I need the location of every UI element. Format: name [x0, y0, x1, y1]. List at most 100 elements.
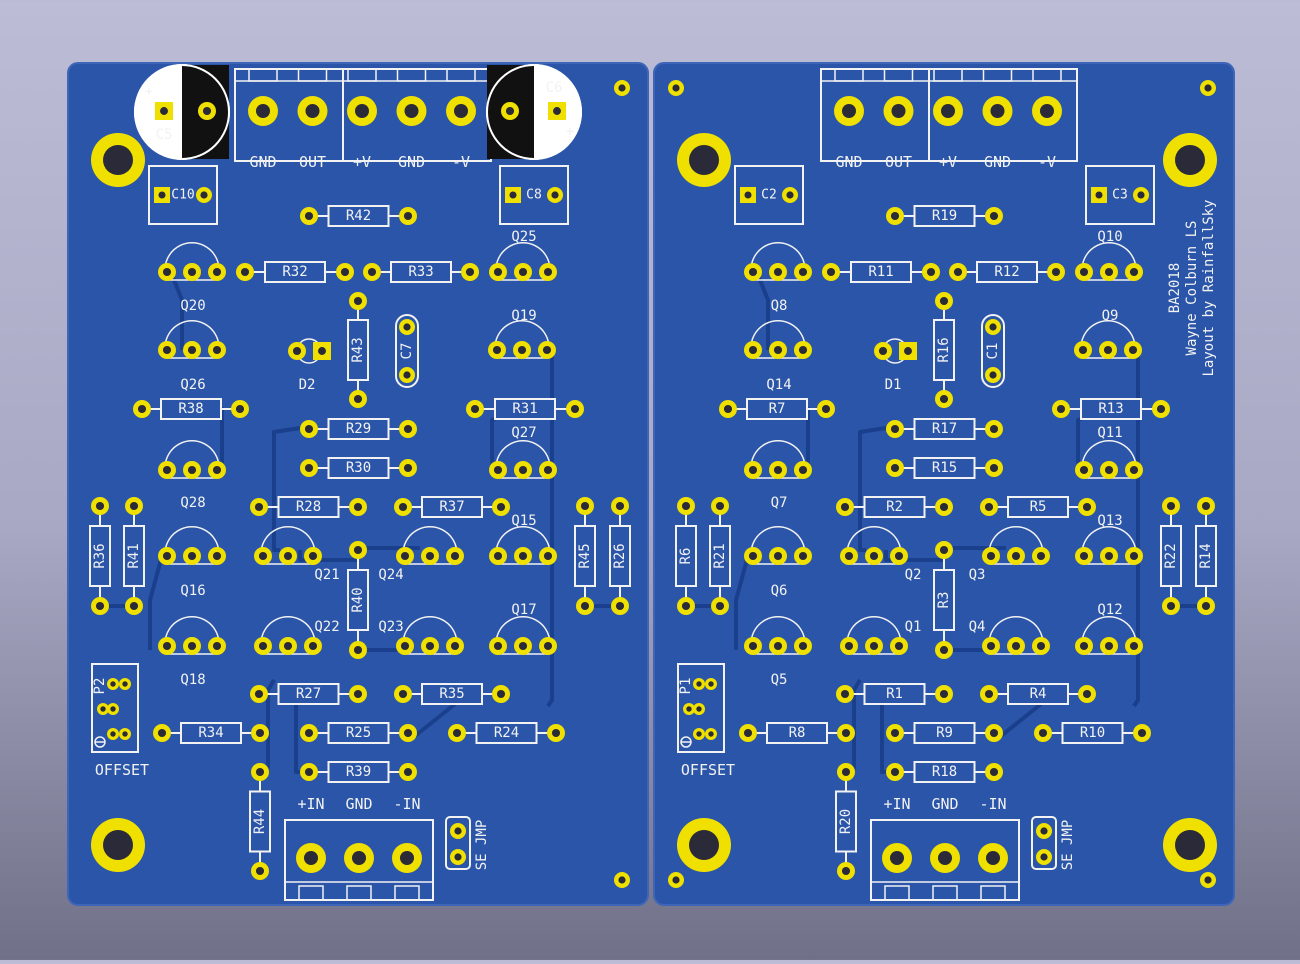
plus-mark: +	[145, 84, 153, 100]
credit-line: Layout by RainfallSky	[1201, 199, 1217, 376]
terminal-label: +IN	[883, 795, 910, 813]
resistor-R20: R20	[835, 763, 857, 880]
resistor-R9: R9	[886, 722, 1003, 744]
resistor-R29: R29	[300, 418, 417, 440]
copper-trace	[272, 426, 301, 552]
capacitor-label: C5	[156, 127, 173, 143]
resistor-label: R12	[994, 264, 1019, 280]
transistor-label: Q17	[511, 602, 536, 618]
resistor-R45: R45	[574, 497, 596, 615]
terminal-label: GND	[249, 153, 276, 171]
transistor-label: Q11	[1097, 425, 1122, 441]
resistor-label: R34	[198, 725, 223, 741]
copper-trace	[994, 698, 1048, 742]
se-jumper: SE JMP	[1031, 816, 1076, 871]
resistor-R28: R28	[250, 496, 367, 518]
resistor-label: R4	[1030, 686, 1047, 702]
transistor-Q26: Q26	[158, 320, 226, 393]
resistor-label: R38	[178, 401, 203, 417]
resistor-R30: R30	[300, 457, 417, 479]
capacitor-label: C1	[985, 343, 1001, 360]
capacitor-C2: C2	[734, 165, 804, 225]
plus-mark: +	[566, 124, 574, 140]
resistor-label: R11	[868, 264, 893, 280]
resistor-R1: R1	[836, 683, 953, 705]
resistor-R44: R44	[249, 763, 271, 880]
resistor-R36: R36	[89, 497, 111, 615]
capacitor-C1: C1	[981, 314, 1005, 388]
transistor-label: Q26	[180, 377, 205, 393]
resistor-R17: R17	[886, 418, 1003, 440]
transistor-label: Q23	[378, 619, 403, 635]
transistor-label: Q12	[1097, 602, 1122, 618]
resistor-R10: R10	[1034, 722, 1151, 744]
transistor-Q16: Q16	[158, 526, 226, 599]
resistor-label: R15	[932, 460, 957, 476]
transistor-Q2: Q2	[840, 526, 921, 583]
transistor-label: Q4	[969, 619, 986, 635]
resistor-R35: R35	[394, 683, 510, 705]
resistor-label: R32	[282, 264, 307, 280]
resistor-R4: R4	[980, 683, 1096, 705]
transistor-label: Q22	[314, 619, 339, 635]
resistor-R5: R5	[980, 496, 1096, 518]
resistor-R13: R13	[1052, 398, 1170, 420]
transistor-label: Q8	[771, 298, 788, 314]
copper-trace	[408, 698, 462, 742]
transistor-label: Q20	[180, 298, 205, 314]
transistor-Q5: Q5	[744, 616, 812, 688]
resistor-R38: R38	[133, 398, 249, 420]
transistor-Q3: Q3	[969, 526, 1050, 583]
resistor-R12: R12	[949, 261, 1065, 283]
transistor-label: Q13	[1097, 513, 1122, 529]
transistor-Q6: Q6	[744, 526, 812, 599]
capacitor-label: C2	[761, 188, 777, 203]
transistor-label: Q3	[969, 567, 986, 583]
terminal-label: -V	[452, 153, 470, 171]
capacitor-label: C6	[546, 80, 563, 96]
capacitor-label: C10	[171, 188, 194, 203]
resistor-R14: R14	[1195, 497, 1217, 615]
terminal-label: -IN	[979, 795, 1006, 813]
terminal-label: GND	[398, 153, 425, 171]
resistor-label: R42	[346, 208, 371, 224]
resistor-label: R29	[346, 421, 371, 437]
terminal-label: -V	[1038, 153, 1056, 171]
resistor-label: R43	[350, 337, 366, 362]
transistor-Q25: Q25	[489, 229, 557, 281]
transistor-Q21: Q21	[254, 526, 340, 583]
transistor-Q15: Q15	[489, 513, 557, 565]
transistor-label: Q21	[314, 567, 339, 583]
transistor-label: Q19	[511, 308, 536, 324]
transistor-Q22: Q22	[254, 616, 340, 655]
se-jmp-label: SE JMP	[1060, 820, 1076, 871]
resistor-label: R40	[350, 587, 366, 612]
resistor-R41: R41	[123, 497, 145, 615]
resistor-label: R16	[936, 337, 952, 362]
copper-trace	[884, 550, 944, 562]
resistor-label: R31	[512, 401, 537, 417]
transistor-Q23: Q23	[378, 616, 464, 655]
resistor-R25: R25	[300, 722, 417, 744]
terminal-label: GND	[931, 795, 958, 813]
terminal-label: +IN	[297, 795, 324, 813]
transistor-Q11: Q11	[1075, 425, 1143, 479]
copper-trace	[734, 555, 750, 650]
transistor-label: Q18	[180, 672, 205, 688]
trimmer-ref: P1	[678, 678, 694, 695]
resistor-label: R17	[932, 421, 957, 437]
resistor-label: R6	[678, 548, 694, 565]
transistor-Q17: Q17	[489, 602, 557, 655]
resistor-R21: R21	[709, 497, 731, 615]
credit-line: BA2018	[1167, 263, 1183, 314]
resistor-R40: R40	[347, 541, 369, 659]
transistor-Q14: Q14	[744, 320, 812, 393]
transistor-label: Q7	[771, 495, 788, 511]
resistor-label: R26	[612, 543, 628, 568]
